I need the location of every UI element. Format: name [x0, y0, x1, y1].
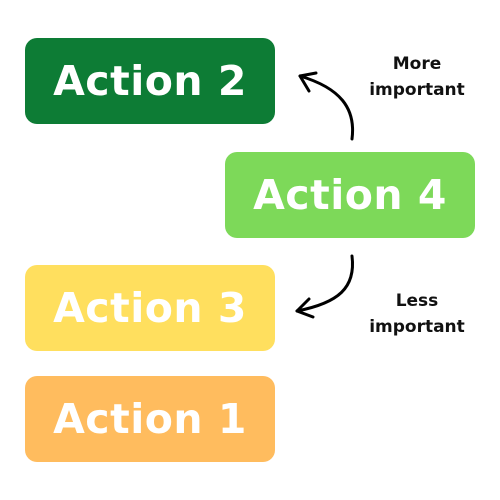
action-3-card: Action 3: [25, 265, 275, 351]
curved-arrow-up-left-icon: [298, 71, 355, 141]
action-1-card: Action 1: [25, 376, 275, 462]
action-2-card: Action 2: [25, 38, 275, 124]
action-4-card: Action 4: [225, 152, 475, 238]
action-3-label: Action 3: [53, 284, 247, 332]
action-4-label: Action 4: [253, 171, 447, 219]
less-important-line-2: important: [369, 317, 465, 337]
more-important-line-1: More: [392, 54, 442, 74]
less-important-line-1: Less: [395, 291, 439, 311]
curved-arrow-down-left-icon: [295, 254, 355, 319]
more-important-note: More important: [352, 51, 482, 103]
more-important-line-2: important: [369, 80, 465, 100]
action-2-label: Action 2: [53, 57, 247, 105]
less-important-note: Less important: [352, 288, 482, 340]
action-1-label: Action 1: [53, 395, 247, 443]
